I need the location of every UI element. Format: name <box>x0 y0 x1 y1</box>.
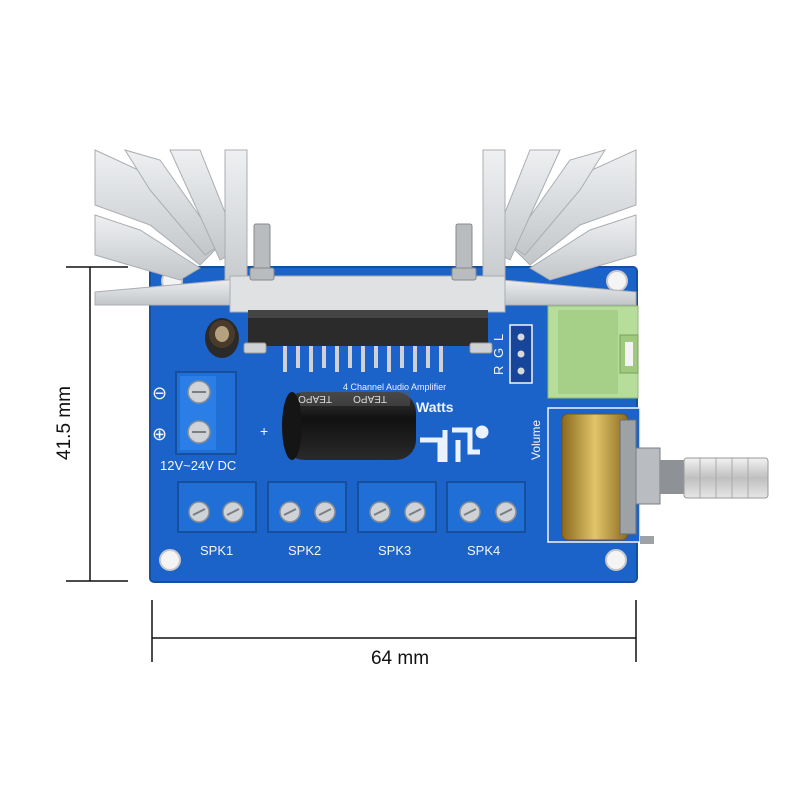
speaker-terminal-1 <box>177 481 257 533</box>
rgl-label-l: L <box>491 334 506 341</box>
speaker-label-4: SPK4 <box>467 543 500 558</box>
small-capacitor <box>205 318 239 358</box>
rgl-header <box>509 324 533 384</box>
power-label: 12V~24V DC <box>160 458 236 473</box>
speaker-label-2: SPK2 <box>288 543 321 558</box>
volume-label: Volume <box>529 420 543 460</box>
audio-jack <box>547 305 639 399</box>
speaker-label-3: SPK3 <box>378 543 411 558</box>
speaker-terminal-4 <box>446 481 526 533</box>
width-dimension-label: 64 mm <box>370 648 430 669</box>
electrolytic-capacitor <box>282 392 416 460</box>
height-dimension-label: 41.5 mm <box>54 386 75 460</box>
heatsink-bolts <box>249 223 477 281</box>
board-chip-title: 4 Channel Audio Amplifier <box>343 382 446 392</box>
ic-mount-tabs <box>243 342 493 354</box>
plus-symbol: ⊕ <box>152 424 167 445</box>
volume-potentiometer <box>547 407 769 544</box>
speaker-terminal-3 <box>357 481 437 533</box>
capacitor-brand-1: TEAPO <box>298 393 332 404</box>
minus-symbol: ⊖ <box>152 383 167 404</box>
plus-sign: + <box>260 423 268 439</box>
board-watts-label: Watts <box>416 399 454 415</box>
board-logo <box>420 425 489 462</box>
power-terminal <box>175 371 237 455</box>
speaker-terminal-2 <box>267 481 347 533</box>
speaker-label-1: SPK1 <box>200 543 233 558</box>
rgl-label-r: R <box>491 366 506 375</box>
ic-pins <box>283 346 443 372</box>
capacitor-brand-2: TEAPO <box>353 393 387 404</box>
heatsink <box>94 149 637 313</box>
rgl-label-g: G <box>491 348 506 358</box>
dimension-lines <box>66 266 637 662</box>
